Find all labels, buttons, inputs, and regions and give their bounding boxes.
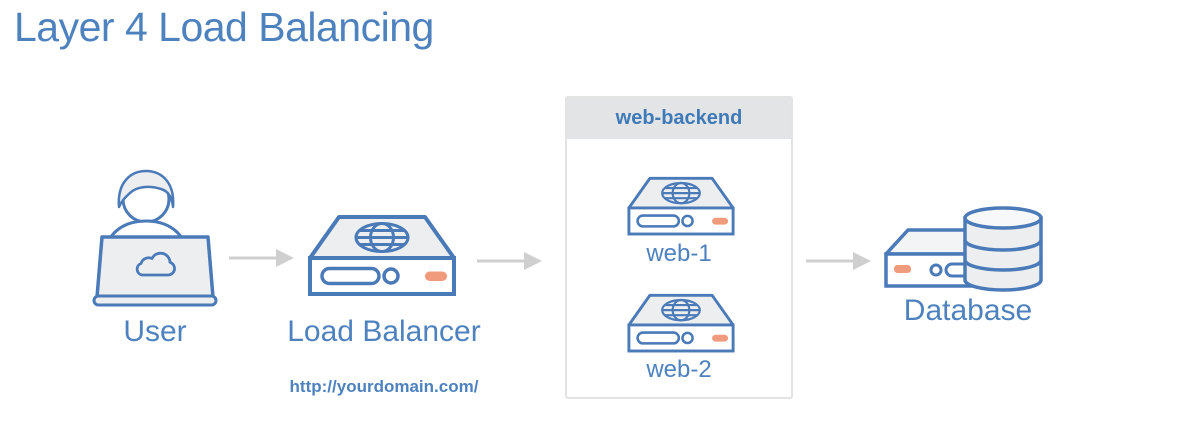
status-led — [894, 265, 911, 273]
status-led — [712, 217, 729, 225]
user-at-laptop-icon — [92, 169, 218, 307]
globe-icon — [354, 222, 410, 253]
arrow-right-icon — [806, 252, 871, 270]
arrow-right-icon — [477, 252, 542, 270]
web-backend-group: web-backend web-1 — [565, 96, 793, 399]
status-led — [425, 271, 447, 281]
database-label: Database — [903, 294, 1033, 327]
load-balancer-icon — [308, 215, 456, 296]
web-server-1-icon — [627, 176, 735, 236]
arrow-right-icon — [229, 249, 294, 267]
globe-icon — [661, 181, 701, 205]
globe-icon — [661, 298, 701, 322]
web-server-2-icon — [627, 293, 735, 353]
user-label: User — [123, 315, 187, 348]
status-led — [712, 334, 729, 342]
load-balancer-label: Load Balancer — [287, 315, 481, 348]
page-title: Layer 4 Load Balancing — [14, 4, 434, 50]
database-icon — [884, 206, 1043, 292]
web-server-1-label: web-1 — [646, 240, 712, 267]
web-backend-group-header: web-backend — [567, 98, 791, 142]
cloud-icon — [135, 251, 176, 277]
database-cylinder-icon — [963, 206, 1043, 292]
web-server-2-label: web-2 — [646, 356, 712, 383]
load-balancer-url: http://yourdomain.com/ — [289, 377, 479, 396]
